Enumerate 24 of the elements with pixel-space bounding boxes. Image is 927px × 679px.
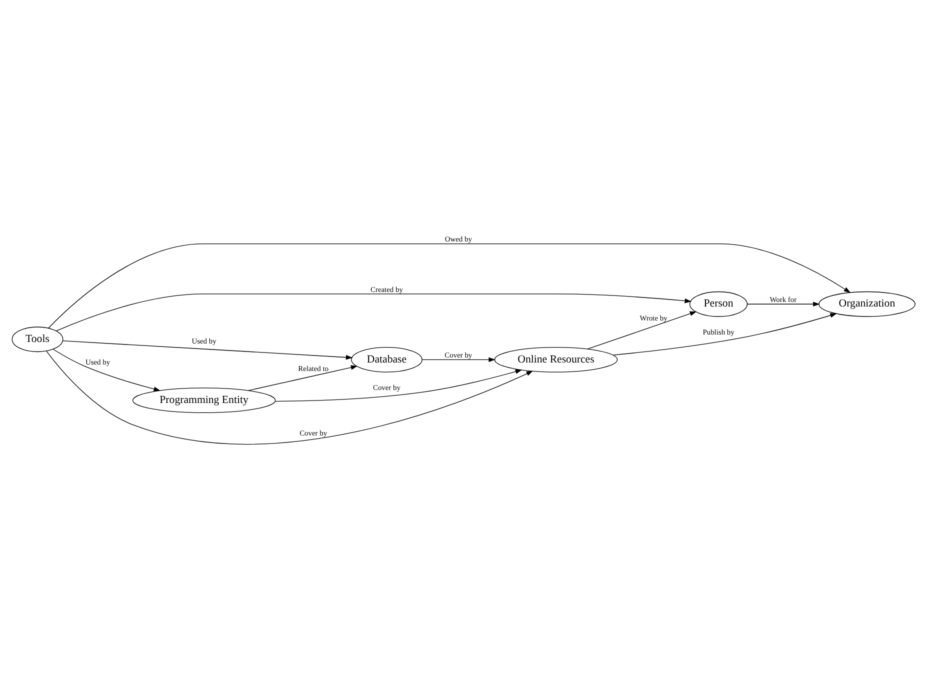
edge-label: Created by	[370, 284, 403, 294]
arrow	[274, 368, 522, 402]
arrow	[46, 350, 534, 444]
arrow	[422, 356, 496, 362]
arrow	[62, 340, 353, 360]
edge-label: Related to	[298, 364, 329, 373]
arrow	[747, 301, 820, 306]
arrow	[248, 364, 358, 390]
arrow	[612, 312, 837, 355]
edge-label: Used by	[85, 356, 110, 366]
arrow	[56, 293, 692, 331]
edge-label: Cover by	[444, 350, 472, 360]
node-ellipse: Tools	[12, 326, 64, 352]
edge-label: Owed by	[444, 234, 472, 244]
edge-label: Cover by	[372, 382, 400, 392]
arrow	[587, 310, 697, 349]
node-ellipse: Online Resources	[494, 346, 618, 372]
arrow	[52, 348, 161, 391]
arrow	[48, 243, 851, 328]
edge-label: Publish by	[702, 326, 734, 336]
edge-label: Cover by	[300, 428, 328, 437]
edge-label: Wrote by	[640, 312, 668, 322]
edge-label: Used by	[192, 336, 216, 345]
edge-label: Work for	[770, 294, 797, 304]
